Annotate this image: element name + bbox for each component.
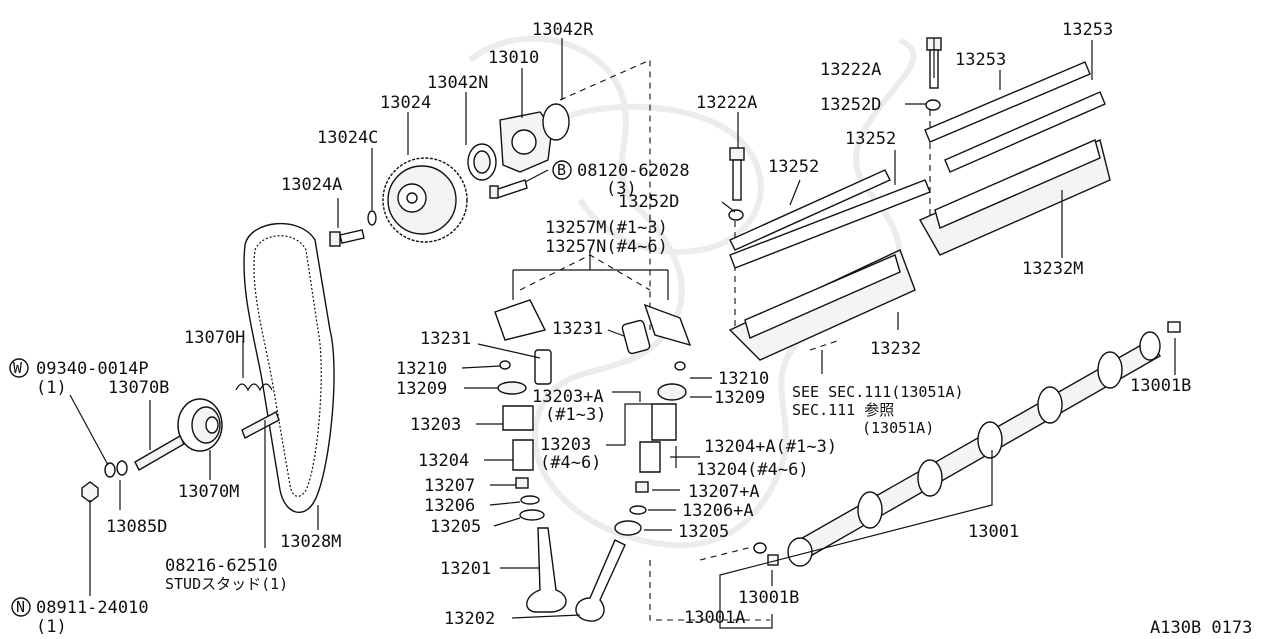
label-13204A-2: 13204(#4~6) [696,460,809,480]
label-13201: 13201 [440,559,491,579]
label-13085D: 13085D [106,517,167,537]
label-08911-qty: (1) [36,617,67,637]
label-08120-qty: (3) [606,179,637,199]
label-13024C: 13024C [317,128,378,148]
label-13252-top: 13252 [845,129,896,149]
label-13205-right: 13205 [678,522,729,542]
label-13257N: 13257N(#4~6) [545,237,668,257]
label-13042N: 13042N [427,73,488,93]
camshaft-sprocket [382,157,468,243]
timing-belt [243,222,335,513]
camshaft [787,331,1161,567]
label-13042R: 13042R [532,20,594,40]
label-13203-cyl: (#4~6) [540,453,601,473]
lash-adjusters [534,319,651,385]
label-13252D-top: 13252D [820,95,881,115]
label-13001B-top: 13001B [1130,376,1191,396]
label-13210-left: 13210 [396,359,447,379]
label-13207: 13207 [424,476,475,496]
label-13209-right: 13209 [714,388,765,408]
label-sec-ref: SEC.111 参照 [792,401,894,419]
label-13253-top: 13253 [1062,20,1113,40]
label-13070B: 13070B [108,378,169,398]
label-13001: 13001 [968,522,1019,542]
label-13257M: 13257M(#1~3) [545,218,668,238]
rocker-assembly-13232M [919,139,1111,256]
label-08120: 08120-62028 [577,161,690,181]
label-13252-mid: 13252 [768,157,819,177]
label-13231-right: 13231 [552,319,603,339]
label-13204: 13204 [418,451,469,471]
label-13252D-mid: 13252D [618,192,679,212]
label-09340: 09340-0014P [36,359,149,379]
label-sec-ref2: (13051A) [862,419,934,437]
label-13206A: 13206+A [682,501,754,521]
label-13206: 13206 [424,496,475,516]
housing-bolt [489,179,528,199]
rocker-pivots [494,299,692,347]
label-13028M: 13028M [280,532,341,552]
nut-symbol: N [16,598,25,616]
label-13001B-bottom: 13001B [738,588,799,608]
label-13204A-1: 13204+A(#1~3) [704,437,837,457]
sprocket-bolt [329,210,377,247]
label-13210-right: 13210 [718,369,769,389]
label-13231-left: 13231 [420,329,471,349]
label-13207A: 13207+A [688,482,760,502]
label-13203A-cyl: (#1~3) [545,405,606,425]
washer-symbol: W [13,359,23,377]
label-08216: 08216-62510 [165,556,278,576]
part-labels: 13042R 13010 13042N 13024 13024C 13024A … [36,20,1252,638]
label-13203-center: 13203 [540,435,591,455]
label-13070M: 13070M [178,482,239,502]
leader-lines [69,38,1176,629]
rocker-shaft-mid [729,169,931,269]
valve-stack-left [497,360,567,613]
label-13070H: 13070H [184,328,245,348]
label-13024A: 13024A [281,175,342,195]
label-13010: 13010 [488,48,539,68]
front-seal [467,143,497,181]
label-08911: 08911-24010 [36,598,149,618]
label-13203: 13203 [410,415,461,435]
label-13232: 13232 [870,339,921,359]
diagram-code: A130B 0173 [1150,618,1252,638]
tensioner-stud [81,411,280,503]
label-13222A-mid: 13222A [696,93,757,113]
rocker-shaft-top [924,61,1106,173]
label-see-sec: SEE SEC.111(13051A) [792,383,964,401]
label-13205-left: 13205 [430,517,481,537]
valve-stack-right [575,361,687,622]
label-13253-mid: 13253 [955,50,1006,70]
label-13202: 13202 [444,609,495,629]
label-13024: 13024 [380,93,431,113]
label-13203A: 13203+A [532,387,604,407]
rocker-assembly-13232 [728,249,916,361]
label-stud: STUDスタッド(1) [165,575,288,593]
label-13001A: 13001A [684,608,745,628]
label-09340-qty: (1) [36,378,67,398]
callout-symbols: B W N [9,160,572,617]
label-13209-left: 13209 [396,379,447,399]
camshaft-housing [499,103,570,173]
tensioner-pulley [177,398,223,452]
watermark-emblem [468,35,917,549]
bolt-symbol: B [557,161,566,179]
label-13232M: 13232M [1022,259,1083,279]
tensioner-spring [235,383,273,392]
label-13222A-top: 13222A [820,60,881,80]
